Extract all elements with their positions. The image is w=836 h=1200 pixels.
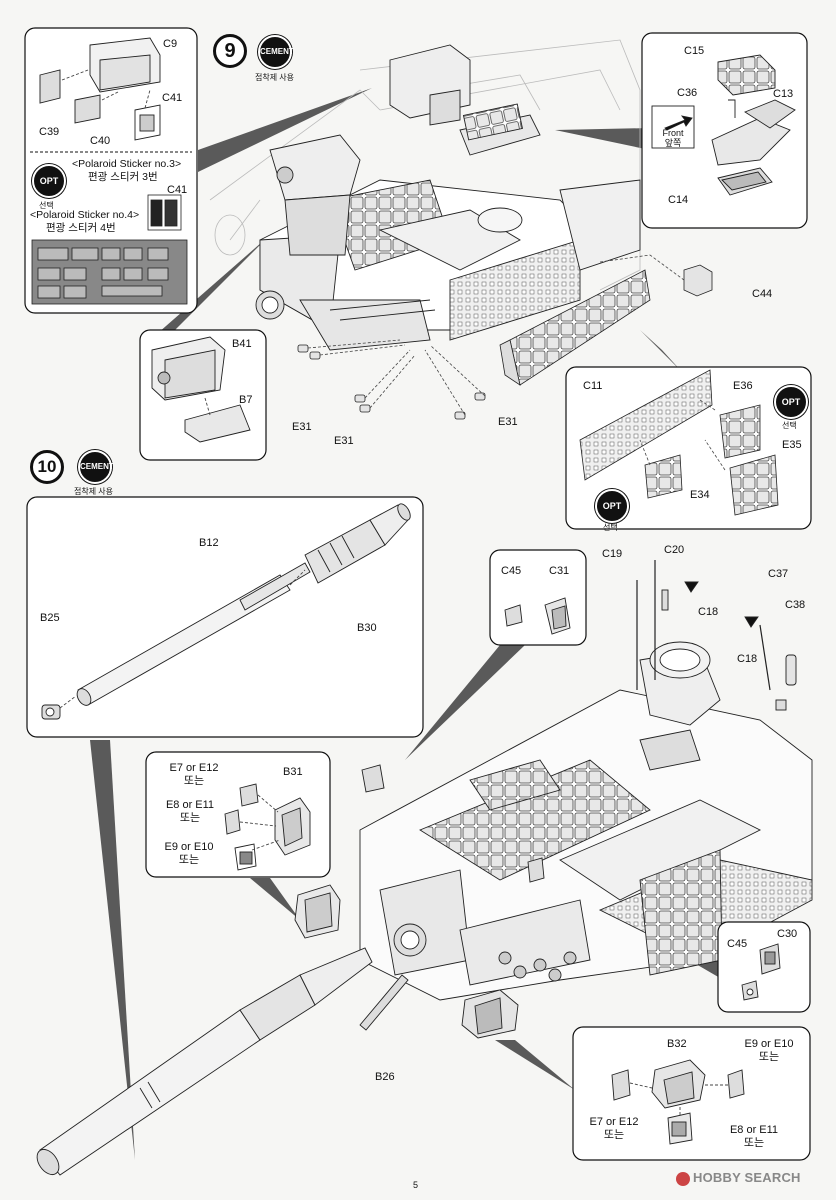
part-label-c19: C19 — [602, 548, 623, 560]
option-e9-e10-ko: 또는 — [178, 854, 200, 866]
option-b32-e7-e12: E7 or E12 또는 — [580, 1116, 648, 1142]
barrel-step10 — [36, 947, 409, 1176]
c44-part — [599, 254, 713, 297]
option-b32-e9-e10: E9 or E10 또는 — [735, 1038, 803, 1064]
watermark: HOBBY SEARCH — [676, 1170, 801, 1186]
part-label-c44: C44 — [752, 288, 773, 300]
hatch-detail — [39, 37, 161, 141]
part-label-e36: E36 — [733, 380, 753, 392]
part-label-b26: B26 — [375, 1071, 395, 1083]
part-label-e34: E34 — [690, 489, 710, 501]
part-label-e31-center: E31 — [334, 435, 354, 447]
part-label-b41: B41 — [232, 338, 252, 350]
opt-badge-hatch: OPT — [32, 164, 66, 198]
part-label-b25: B25 — [40, 612, 60, 624]
b32-detail — [611, 1059, 745, 1145]
part-label-b30: B30 — [357, 622, 377, 634]
c45c31-detail — [504, 597, 571, 635]
part-label-c18-b: C18 — [737, 653, 758, 665]
option-e8-e11-label: E8 or E11 — [165, 799, 215, 811]
part-label-c39: C39 — [39, 126, 60, 138]
side-armor-step9 — [499, 269, 651, 386]
part-label-c31: C31 — [549, 565, 570, 577]
option-b32-e7-e12-ko: 또는 — [603, 1129, 625, 1141]
option-b32-e9-e10-ko: 또는 — [758, 1051, 780, 1063]
sticker-detail — [31, 194, 188, 305]
opt-note-e36: 선택 — [782, 421, 797, 430]
watermark-text: HOBBY SEARCH — [693, 1170, 801, 1185]
front-label-ko: 앞쪽 — [664, 138, 682, 148]
page-number: 5 — [413, 1180, 419, 1190]
option-e7-e12-ko: 또는 — [183, 775, 205, 787]
sticker3-label-ko: 편광 스티커 3번 — [88, 171, 158, 183]
option-e7-e12-label: E7 or E12 — [169, 762, 219, 774]
part-label-c40: C40 — [90, 135, 111, 147]
cement-note-step9: 접착제 사용 — [255, 73, 295, 82]
part-label-c20: C20 — [664, 544, 685, 556]
part-label-c13: C13 — [773, 88, 794, 100]
part-label-c45-a: C45 — [501, 565, 522, 577]
c45c30-detail — [741, 943, 781, 1001]
part-label-c45-b: C45 — [727, 938, 748, 950]
b31-detail — [224, 783, 311, 871]
turret-step10 — [359, 560, 813, 1001]
turret-step9 — [255, 44, 641, 351]
part-label-c9: C9 — [163, 38, 178, 50]
armor-detail — [579, 369, 779, 516]
cement-note-step10: 접착제 사용 — [74, 487, 114, 496]
sticker3-label: <Polaroid Sticker no.3> — [72, 158, 182, 170]
part-label-e31-right: E31 — [498, 416, 518, 428]
cement-badge-step10: CEMENT — [78, 450, 114, 484]
sticker4-label-ko: 편광 스티커 4번 — [46, 222, 116, 234]
sticker4-label: <Polaroid Sticker no.4> — [30, 209, 140, 221]
opt-note-hatch: 선택 — [39, 201, 54, 210]
part-label-b31: B31 — [283, 766, 303, 778]
part-label-e35: E35 — [782, 439, 802, 451]
b41-detail — [151, 336, 251, 443]
part-label-e31-left: E31 — [292, 421, 312, 433]
part-label-b32: B32 — [667, 1038, 687, 1050]
watermark-logo-icon — [676, 1171, 690, 1186]
opt-badge-e36: OPT — [774, 385, 808, 419]
part-label-c41-sticker: C41 — [167, 184, 188, 196]
rack-detail — [651, 54, 796, 196]
front-direction-label: Front 앞쪽 — [655, 128, 691, 148]
option-e8-e11-ko: 또는 — [179, 812, 201, 824]
step-number-9: 9 — [213, 34, 247, 68]
part-label-b12: B12 — [199, 537, 219, 549]
part-label-c36: C36 — [677, 87, 698, 99]
option-b32-e7-e12-label: E7 or E12 — [589, 1116, 639, 1128]
option-e7-e12: E7 or E12 또는 — [160, 762, 228, 788]
part-label-c11: C11 — [583, 380, 603, 392]
option-b32-e8-e11-ko: 또는 — [743, 1137, 765, 1149]
part-label-c15: C15 — [684, 45, 705, 57]
option-e9-e10: E9 or E10 또는 — [155, 841, 223, 867]
part-label-b7: B7 — [239, 394, 253, 406]
part-label-c38: C38 — [785, 599, 806, 611]
option-b32-e8-e11: E8 or E11 또는 — [720, 1124, 788, 1150]
part-label-c30: C30 — [777, 928, 798, 940]
option-b32-e8-e11-label: E8 or E11 — [729, 1124, 779, 1136]
part-label-c37: C37 — [768, 568, 789, 580]
barrel-detail — [41, 503, 411, 720]
part-label-c41: C41 — [162, 92, 183, 104]
front-label-en: Front — [662, 128, 684, 138]
opt-badge-e34: OPT — [595, 489, 629, 523]
part-label-c18-a: C18 — [698, 606, 719, 618]
e31-studs — [297, 339, 486, 420]
loose-parts-step10 — [294, 884, 519, 1039]
step-number-10: 10 — [30, 450, 64, 484]
option-e9-e10-label: E9 or E10 — [164, 841, 214, 853]
part-label-c14: C14 — [668, 194, 689, 206]
option-e8-e11: E8 or E11 또는 — [156, 799, 224, 825]
cement-badge-step9: CEMENT — [258, 35, 294, 69]
opt-note-e34: 선택 — [603, 523, 618, 532]
option-b32-e9-e10-label: E9 or E10 — [744, 1038, 794, 1050]
